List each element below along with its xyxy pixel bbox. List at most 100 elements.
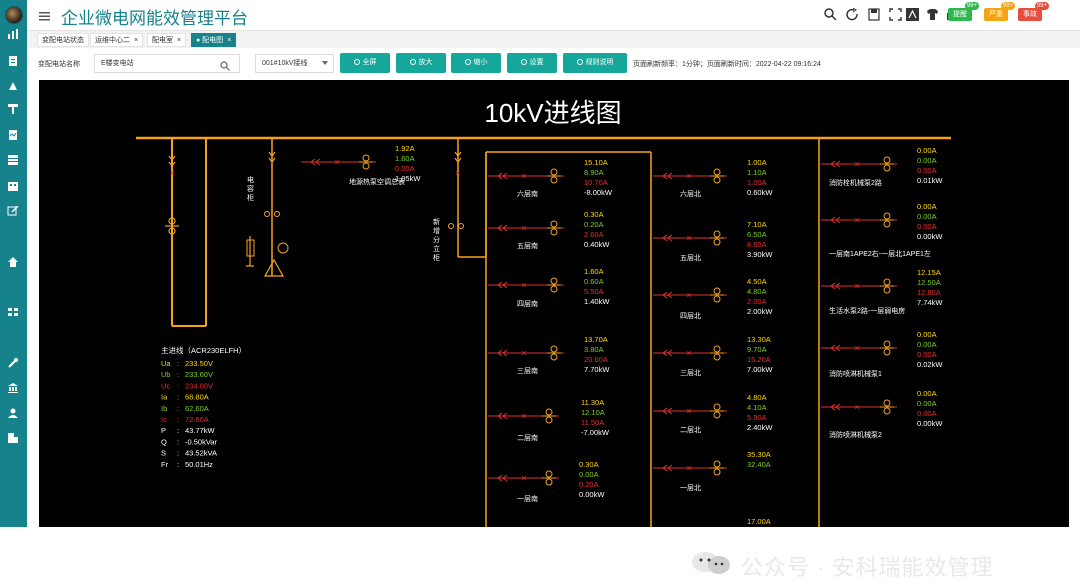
station-name-label: 变配电站名称 xyxy=(38,61,80,68)
bottom-value: 17.00A xyxy=(747,517,771,526)
close-icon[interactable]: × xyxy=(177,37,182,44)
ct-icon xyxy=(458,223,464,229)
ct-icon xyxy=(550,353,558,361)
tab-distribution-diagram[interactable]: ● 配电图× xyxy=(191,33,237,47)
accident-label: 事故 xyxy=(1023,11,1037,18)
switch-icon xyxy=(830,403,841,411)
refresh-icon[interactable] xyxy=(846,7,859,21)
feeder-name: 五层南 xyxy=(517,241,538,250)
tools-icon[interactable] xyxy=(7,104,19,114)
edit-icon[interactable] xyxy=(7,206,19,216)
ct-icon xyxy=(713,403,721,411)
mainline-panel: 主进线（ACR230ELFH）Ua:233.50VUb:233.60VUc:23… xyxy=(161,345,246,469)
tab-distribution-room[interactable]: 配电室× xyxy=(147,33,187,47)
search-icon[interactable] xyxy=(220,58,230,71)
watermark: 公众号 · 安科瑞能效管理 xyxy=(689,548,1080,580)
active-power: 7.74kW xyxy=(917,298,943,307)
document-icon[interactable] xyxy=(7,56,19,66)
active-power: -7.00kW xyxy=(581,428,610,437)
feeder-name: 消防喷淋机械泵1 xyxy=(829,369,882,378)
zoom-out-button[interactable]: 缩小 xyxy=(451,53,501,73)
line-select[interactable]: 001#10kV接线 xyxy=(255,54,334,73)
user-icon[interactable] xyxy=(7,408,19,418)
active-power: 7.00kW xyxy=(747,365,773,374)
report-icon[interactable] xyxy=(7,130,19,140)
phase-a-current: 35.30A xyxy=(747,450,771,459)
tab-ops-center[interactable]: 运维中心二× xyxy=(90,33,144,47)
switch-icon xyxy=(830,216,841,224)
phase-a-current: 1.00A xyxy=(747,158,767,167)
phase-a-current: 13.70A xyxy=(584,335,608,344)
feeder-name: 一层南1APE2右-一层北1APE1左 xyxy=(829,249,931,258)
active-power: -8.00kW xyxy=(584,188,613,197)
breaker-icon: × xyxy=(521,348,526,358)
org-icon[interactable] xyxy=(7,433,19,443)
switch-icon xyxy=(497,281,508,289)
rules-button[interactable]: 规则说明 xyxy=(563,53,627,73)
grid-icon[interactable] xyxy=(7,307,19,317)
ct-icon xyxy=(274,211,280,217)
feeder-14: ×一层南1APE2右-一层北1APE1左0.00A0.00A0.00A0.00k… xyxy=(821,202,943,258)
mainline-value: 50.01Hz xyxy=(185,460,213,469)
chart-icon[interactable] xyxy=(7,29,19,39)
bank-icon[interactable] xyxy=(7,383,19,393)
phase-a-current: 0.00A xyxy=(917,202,937,211)
wrench-icon[interactable] xyxy=(7,358,19,368)
mainline-value: 234.00V xyxy=(185,381,213,390)
font-icon[interactable] xyxy=(906,8,919,21)
breaker-icon: × xyxy=(854,159,859,169)
phase-c-current: 1.00A xyxy=(747,178,767,187)
shirt-icon[interactable] xyxy=(926,8,939,21)
ct-icon xyxy=(264,211,270,217)
save-icon[interactable] xyxy=(868,8,881,21)
search-icon[interactable] xyxy=(824,8,837,21)
switch-icon xyxy=(662,349,673,357)
mainline-key: Ia xyxy=(161,393,168,402)
ct-icon xyxy=(883,399,891,407)
close-icon[interactable]: × xyxy=(134,37,139,44)
ct-icon xyxy=(362,162,370,170)
settings-button[interactable]: 设置 xyxy=(507,53,557,73)
feeder-name: 三层南 xyxy=(517,366,538,375)
phase-c-current: 2.00A xyxy=(747,297,767,306)
ct-icon xyxy=(883,212,891,220)
table-icon[interactable] xyxy=(7,155,19,165)
ct-icon xyxy=(883,156,891,164)
phase-c-current: 0.00A xyxy=(917,409,937,418)
fullscreen-button[interactable]: 全屏 xyxy=(340,53,390,73)
tab-station-status[interactable]: 变配电站状态 xyxy=(37,33,89,47)
alarm-icon[interactable] xyxy=(7,81,19,91)
mainline-colon: : xyxy=(177,426,179,435)
feeder-name: 地源热泵空调总表 xyxy=(349,177,405,186)
building-icon[interactable] xyxy=(7,181,19,191)
home-icon[interactable] xyxy=(7,257,19,267)
switch-icon xyxy=(310,158,321,166)
active-power: 7.70kW xyxy=(584,365,610,374)
switch-icon xyxy=(662,291,673,299)
ct-icon xyxy=(713,353,721,361)
zoom-in-button[interactable]: 放大 xyxy=(396,53,446,73)
station-name-input[interactable]: E楼变电站 xyxy=(94,54,240,73)
avatar[interactable] xyxy=(5,6,23,24)
phase-c-current: 0.00A xyxy=(395,164,415,173)
phase-c-current: 0.00A xyxy=(917,350,937,359)
gear-icon xyxy=(520,59,527,65)
breaker-icon: × xyxy=(854,215,859,225)
mainline-colon: : xyxy=(177,381,179,390)
serious-label: 严重 xyxy=(989,11,1003,18)
close-icon[interactable]: × xyxy=(227,37,232,44)
phase-a-current: 4.50A xyxy=(747,277,767,286)
ct-icon xyxy=(883,348,891,356)
transformer-icon xyxy=(277,242,289,254)
phase-b-current: 4.80A xyxy=(747,287,767,296)
mainline-colon: : xyxy=(177,370,179,379)
ct-icon xyxy=(883,407,891,415)
fullscreen-icon[interactable] xyxy=(889,8,902,21)
menu-icon[interactable] xyxy=(39,9,51,21)
